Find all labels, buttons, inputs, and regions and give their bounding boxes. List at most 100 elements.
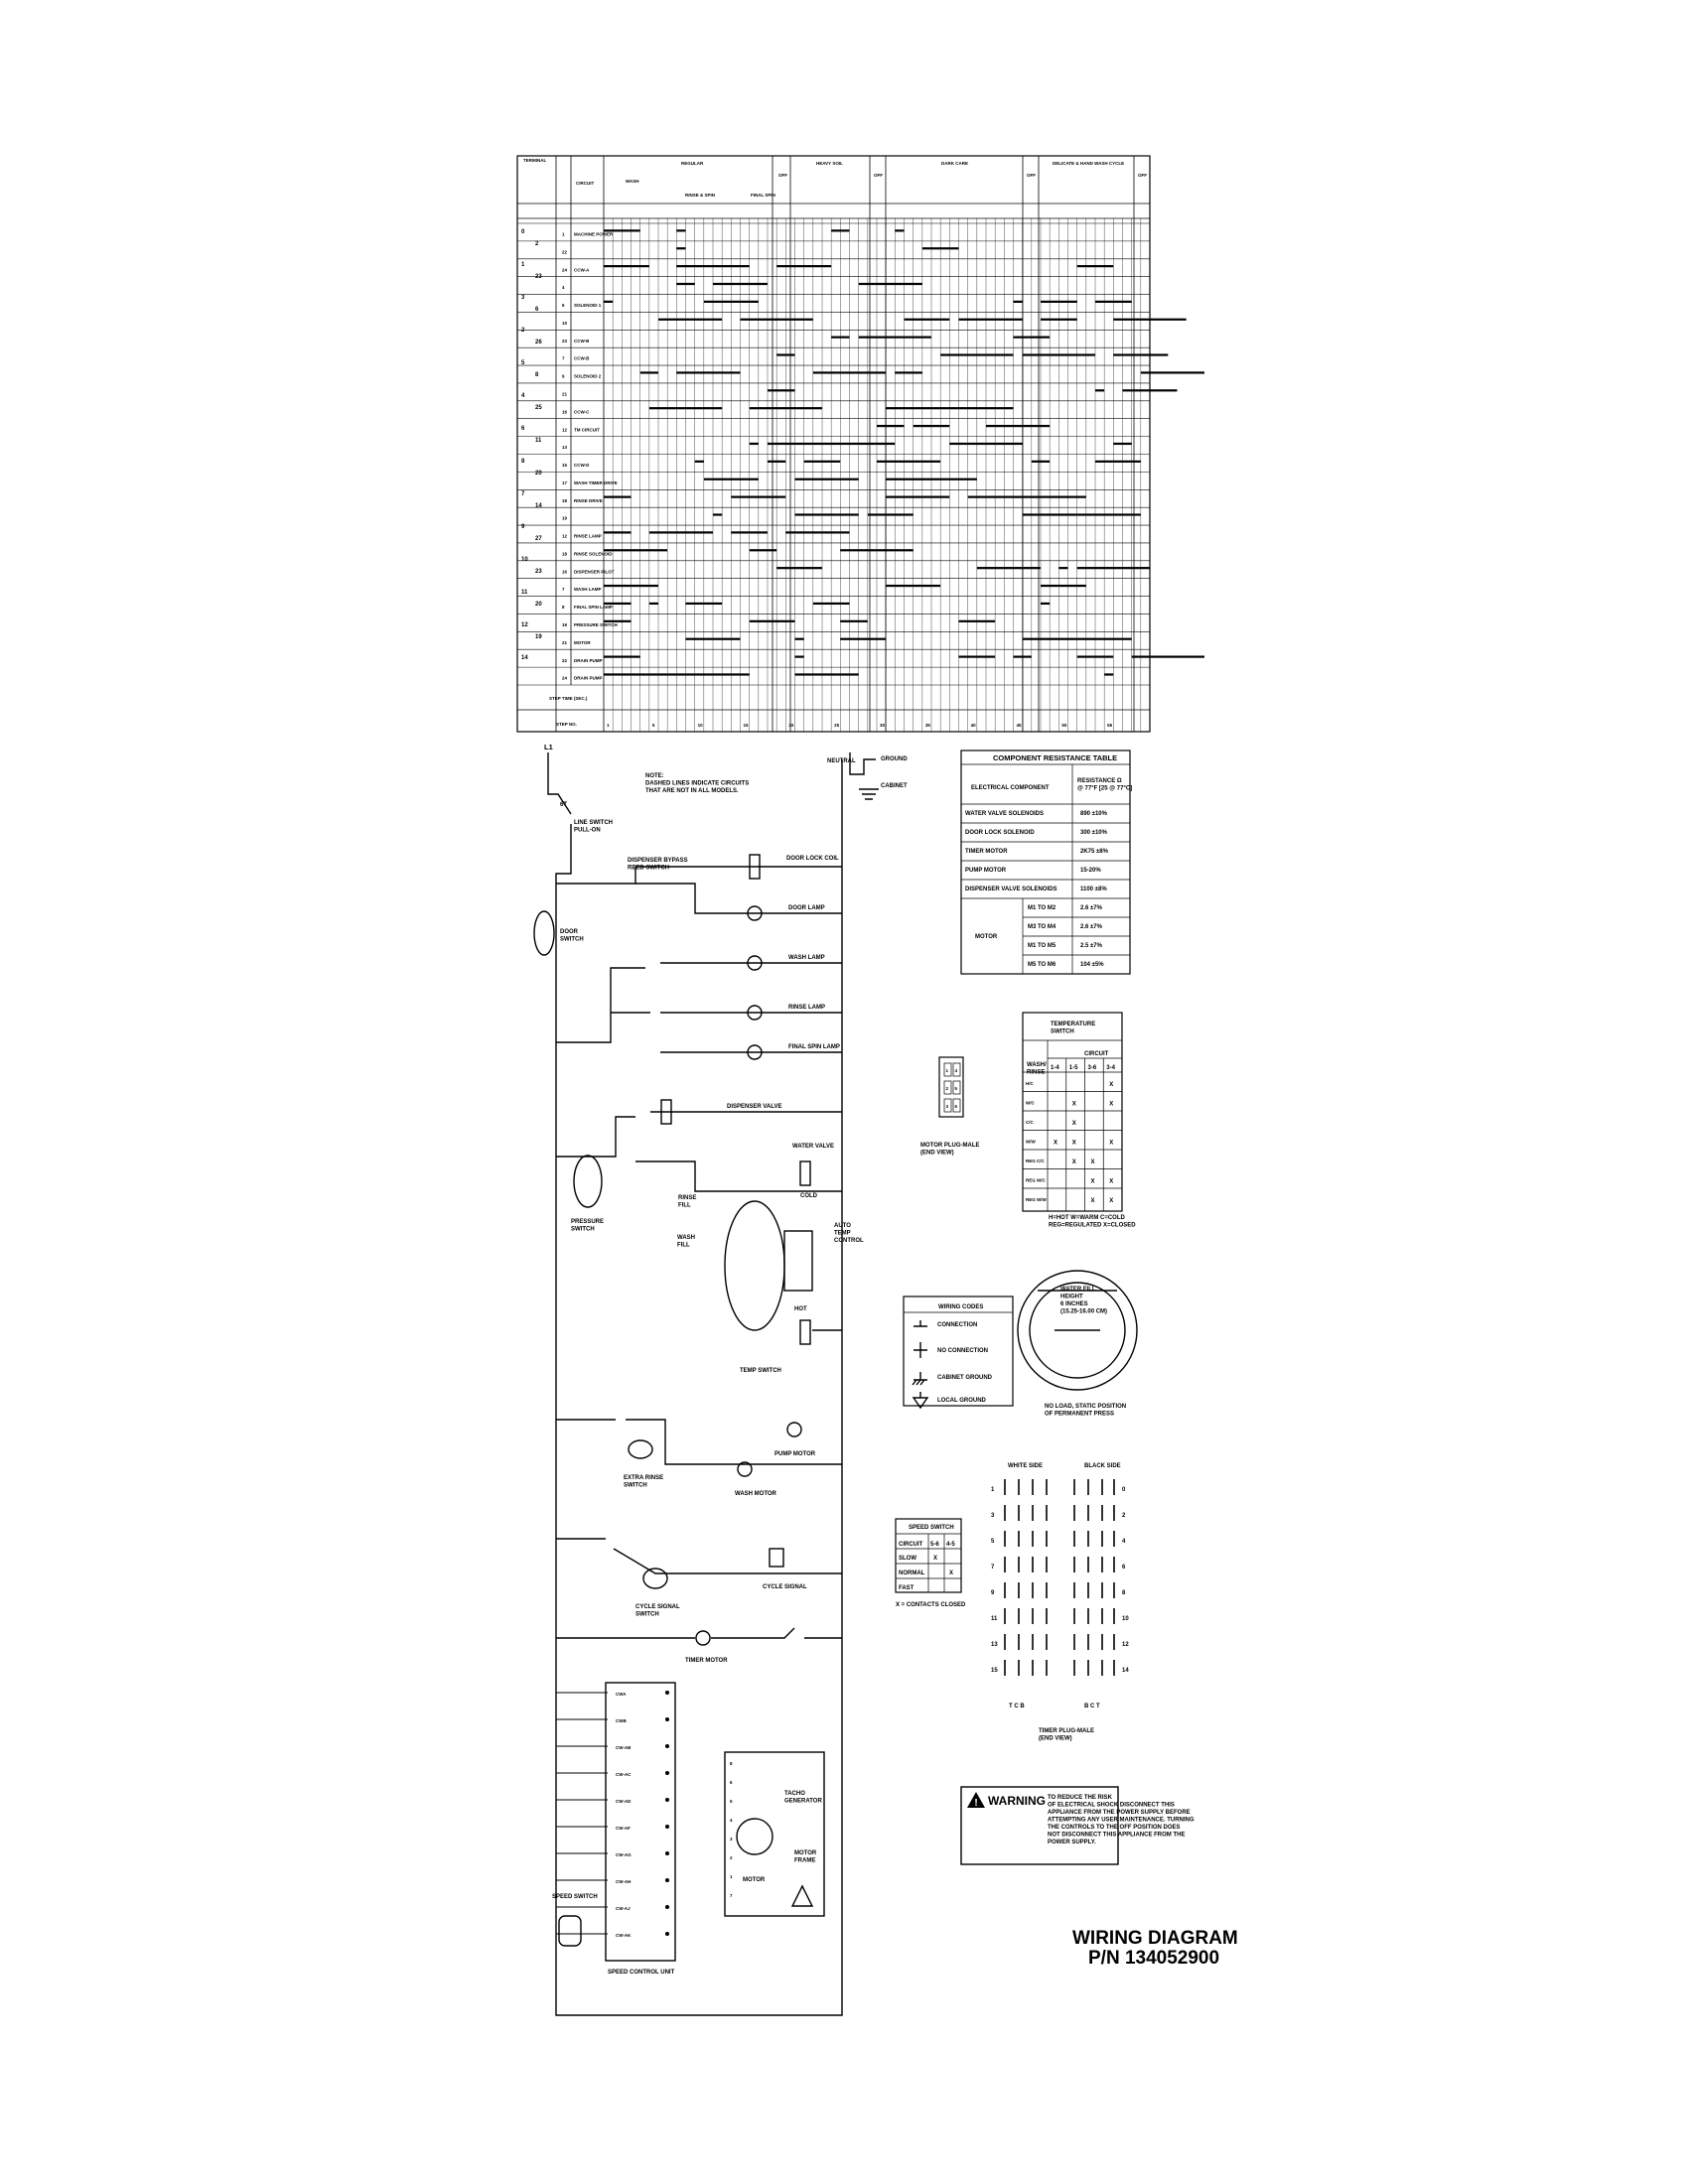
timer-contact-bar (1095, 389, 1105, 392)
timer-contact-bar (976, 567, 1041, 570)
water-level-lines (1038, 1290, 1117, 1331)
timer-contact-bar (1076, 567, 1150, 570)
timer-left-number-b: 20 (535, 602, 542, 608)
timer-left-number-b: 6 (535, 307, 539, 313)
motor-terminal-number: 3 (730, 1837, 733, 1842)
timer-plug-left-number: 11 (991, 1616, 998, 1622)
speed-col-header: 4-5 (946, 1542, 955, 1548)
resistance-value: 1100 ±8% (1080, 887, 1107, 892)
timer-row-label: DISPENSER PILOT (574, 569, 615, 574)
timer-left-number-a: 8 (521, 459, 525, 465)
speed-switch-symbol (558, 1915, 582, 1947)
timer-contact-bar (1041, 602, 1051, 606)
speed-control-pin-label: CW-AK (616, 1933, 632, 1938)
timer-contact-bar (676, 282, 695, 286)
timer-row-pin: 17 (562, 480, 568, 485)
footer-step-time: STEP TIME (SEC.) (549, 696, 588, 701)
timer-row-pin: 8 (562, 605, 565, 610)
timer-contact-bar (1076, 513, 1141, 516)
timer-contact-bar (604, 655, 614, 658)
cabinet-label: CABINET (881, 783, 908, 789)
timer-row-label: FINAL SPIN LAMP (574, 605, 613, 610)
timer-row-label: SOLENOID 1 (574, 303, 602, 308)
speed-control-pin-label: CW-AD (616, 1799, 632, 1804)
timer-contact-bar (958, 478, 977, 480)
timer-contact-bar (676, 247, 686, 250)
timer-contact-bar (667, 673, 713, 676)
timer-plug-left-number: 3 (991, 1513, 995, 1519)
extra-rinse-switch-symbol (628, 1439, 653, 1459)
timer-step-number: 45 (1017, 723, 1023, 728)
resistance-motor-value: 104 ±5% (1080, 962, 1104, 968)
neutral-label: NEUTRAL (827, 758, 856, 764)
timer-contact-bar (768, 442, 822, 446)
timer-contact-bar (986, 424, 1051, 428)
resistance-component: TIMER MOTOR (965, 849, 1008, 855)
timer-row-label: CCW-B (574, 339, 590, 343)
timer-contact-bar (1022, 353, 1095, 356)
timer-contact-bar (794, 637, 804, 640)
timer-contact-bar (1031, 460, 1051, 463)
timer-contact-bar (604, 673, 668, 676)
hot-valve-symbol (799, 1319, 811, 1345)
l1-rail (547, 752, 843, 2016)
timer-contact-bar (604, 531, 632, 534)
motor-terminal-number: 1 (730, 1874, 733, 1879)
diagram-title: WIRING DIAGRAM (1072, 1928, 1238, 1949)
door-lamp-label: DOOR LAMP (788, 905, 825, 911)
temp-mark: X (1109, 1082, 1113, 1088)
speed-control-pin-dot (665, 1691, 669, 1695)
timer-step-number: 25 (834, 723, 840, 728)
timer-contact-bar (676, 371, 741, 374)
motor-terminal-number: 7 (730, 1893, 733, 1898)
timer-contact-bar (731, 531, 768, 534)
speed-control-pin-dot (665, 1798, 669, 1802)
wiring-code-cabinet-ground: CABINET GROUND (937, 1375, 993, 1381)
timer-row-pin: 15 (562, 463, 568, 468)
section-delicate: DELICATE & HAND WASH CYCLE (1053, 161, 1124, 166)
door-lock-coil-symbol (749, 854, 761, 880)
water-valve-label: WATER VALVE (792, 1144, 834, 1150)
section-dark-care: DARK CARE (941, 161, 968, 166)
timer-contact-bar (831, 336, 850, 339)
timer-left-number-b: 20 (535, 471, 542, 477)
timer-contact-bar (1113, 353, 1169, 356)
timer-row-label: DRAIN PUMP (574, 658, 603, 663)
timer-contact-bar (840, 531, 850, 534)
speed-switch-label: SPEED SWITCH (552, 1894, 598, 1900)
timer-left-number-a: 14 (521, 655, 528, 661)
timer-contact-bar (1113, 318, 1187, 321)
dispenser-valve-label: DISPENSER VALVE (727, 1104, 781, 1110)
timer-step-number: 15 (744, 723, 750, 728)
timer-contact-bar (776, 265, 832, 268)
timer-contact-bar (604, 300, 614, 303)
timer-left-number-b: 27 (535, 536, 542, 542)
timer-contact-bar (886, 584, 941, 588)
component-resistance-table: COMPONENT RESISTANCE TABLE ELECTRICAL CO… (960, 750, 1132, 975)
timer-row-label: CCW-C (574, 409, 590, 414)
timer-plug-left-number: 13 (991, 1642, 998, 1648)
timer-row-label: RINSE SOLENOID (574, 551, 613, 556)
timer-left-number-a: 2 (521, 328, 525, 334)
resistance-value: 890 ±10% (1080, 811, 1108, 817)
timer-contact-bar (958, 655, 996, 658)
resistance-col1: ELECTRICAL COMPONENT (971, 785, 1050, 791)
timer-contact-bar (749, 619, 795, 622)
timer-row-pin: 22 (562, 249, 568, 254)
speed-control-pin-dot (665, 1825, 669, 1829)
timer-contact-bar (694, 460, 704, 463)
timer-row-label: WASH LAMP (574, 587, 602, 592)
subhead-wash: WASH (626, 179, 639, 184)
timer-contact-bar (1013, 336, 1051, 339)
timer-plug-black-side: BLACK SIDE (1084, 1463, 1121, 1469)
